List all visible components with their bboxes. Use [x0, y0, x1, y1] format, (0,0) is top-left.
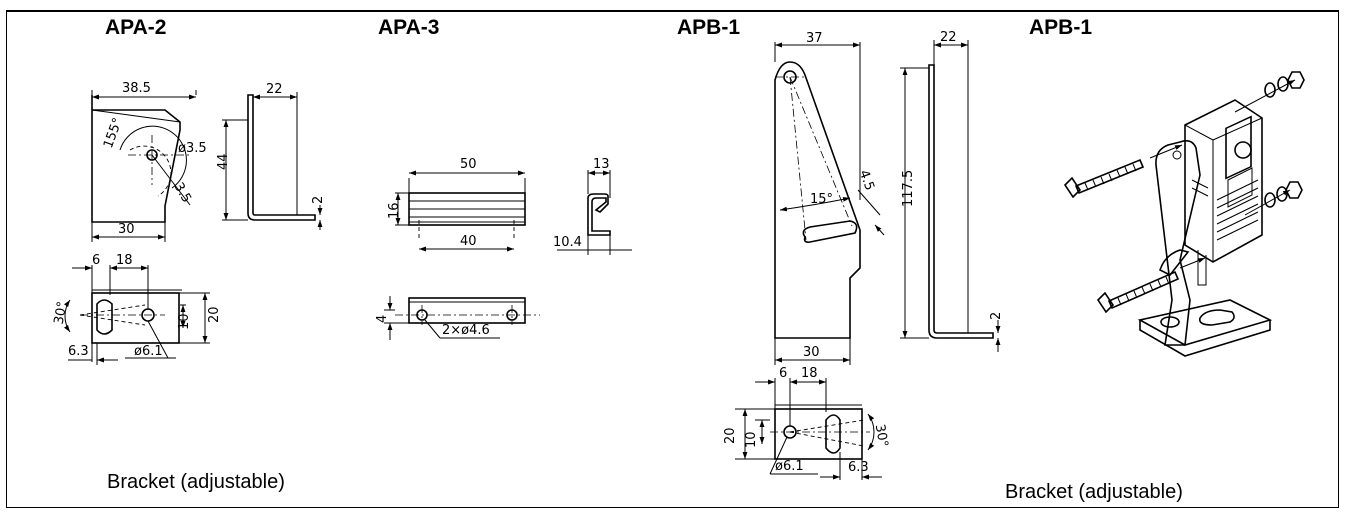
apb-1-side-view: [900, 40, 1001, 352]
dim-apa3-flange: 10.4: [553, 235, 582, 250]
apa-3-side-view: [557, 170, 632, 255]
dim-apa2-hole: ø3.5: [178, 141, 207, 156]
apa-2-side-view: [222, 92, 323, 230]
apa-2-top-view: [63, 265, 210, 365]
dim-apb1-top-b: 18: [801, 366, 818, 381]
dim-apa2-bore: ø6.1: [134, 344, 163, 359]
dim-apa2-side-width: 22: [266, 82, 283, 97]
dim-apa2-height: 44: [216, 153, 231, 170]
dim-apb1-side-width: 22: [940, 30, 957, 45]
dim-apb1-thickness: 2: [989, 312, 1004, 320]
dim-apa3-depth: 13: [593, 157, 610, 172]
apb-1-front-view: [774, 42, 885, 365]
apa-3-top-view: [384, 296, 540, 340]
title-apa-2: APA-2: [105, 16, 167, 39]
dim-apb1-height: 117.5: [901, 170, 916, 207]
dim-apa3-length: 50: [460, 157, 477, 172]
dim-apb1-top-width: 37: [806, 31, 823, 46]
apb-1-top-view: [735, 378, 882, 480]
apa-2-front-view: [91, 90, 197, 242]
dim-apa2-base: 30: [118, 222, 135, 237]
caption-right: Bracket (adjustable): [1005, 481, 1183, 503]
dim-apb1-edge: 6.3: [848, 460, 869, 475]
dim-apb1-angle: 15°: [810, 192, 833, 207]
dim-apa3-hole-spacing: 40: [460, 234, 477, 249]
dim-apa2-top-a: 6: [92, 253, 100, 268]
dim-apa2-slot-angle: 30°: [52, 300, 71, 325]
dim-apb1-slot-width: 4.5: [856, 168, 877, 193]
dim-apb1-depth-outer: 20: [723, 427, 738, 444]
dim-apa2-depth-inner: 10: [177, 313, 192, 330]
dim-apa2-thickness: 2: [311, 196, 326, 204]
dim-apa2-top-b: 18: [116, 253, 133, 268]
dim-apb1-base: 30: [803, 345, 820, 360]
title-apb-1-view: APB-1: [1029, 16, 1093, 39]
apb-1-isometric-illustration: [1063, 71, 1305, 357]
title-apa-3: APA-3: [378, 16, 440, 39]
title-apb-1-drawing: APB-1: [677, 16, 741, 39]
dim-apa2-edge: 6.3: [68, 344, 89, 359]
dim-apb1-slot-angle: 30°: [872, 423, 891, 448]
caption-left: Bracket (adjustable): [107, 471, 285, 493]
dim-apb1-top-a: 6: [779, 366, 787, 381]
apa-3-front-view: [395, 170, 526, 252]
dim-apa3-holes: 2×ø4.6: [442, 323, 490, 338]
dim-apa3-height: 16: [387, 202, 402, 219]
drawing-frame: [6, 10, 1339, 508]
dim-apa3-hole-offset: 4: [375, 315, 390, 323]
dim-apb1-depth-inner: 10: [744, 431, 759, 448]
dim-apb1-bore: ø6.1: [775, 459, 804, 474]
dim-apa2-width: 38.5: [122, 81, 151, 96]
dim-apa2-depth-outer: 20: [207, 306, 222, 323]
